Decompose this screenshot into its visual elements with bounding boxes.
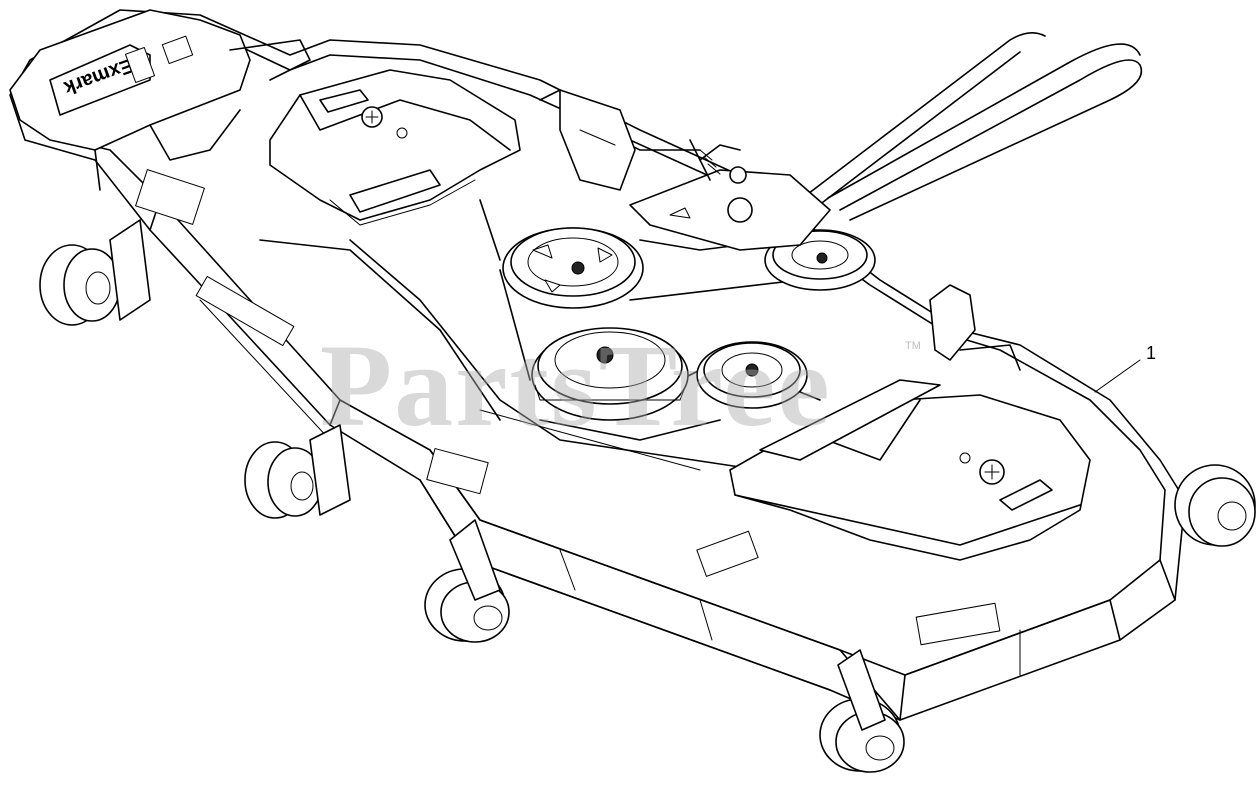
watermark-trademark: TM [905,340,921,352]
right-spindle-cover [729,379,1091,561]
front-hitch: Exmark [9,9,311,191]
tension-arm [629,139,831,251]
warning-decal-icon [135,169,1001,646]
right-bracket [929,284,1021,371]
drive-belt-icon [799,32,1143,221]
callout-number: 1 [1146,343,1157,363]
callout-leader-line [1094,359,1141,393]
left-spindle-cover [269,69,521,226]
pulley-icon [479,199,876,441]
rear-bracket [539,89,636,191]
caster-wheel-icon [39,219,1256,773]
